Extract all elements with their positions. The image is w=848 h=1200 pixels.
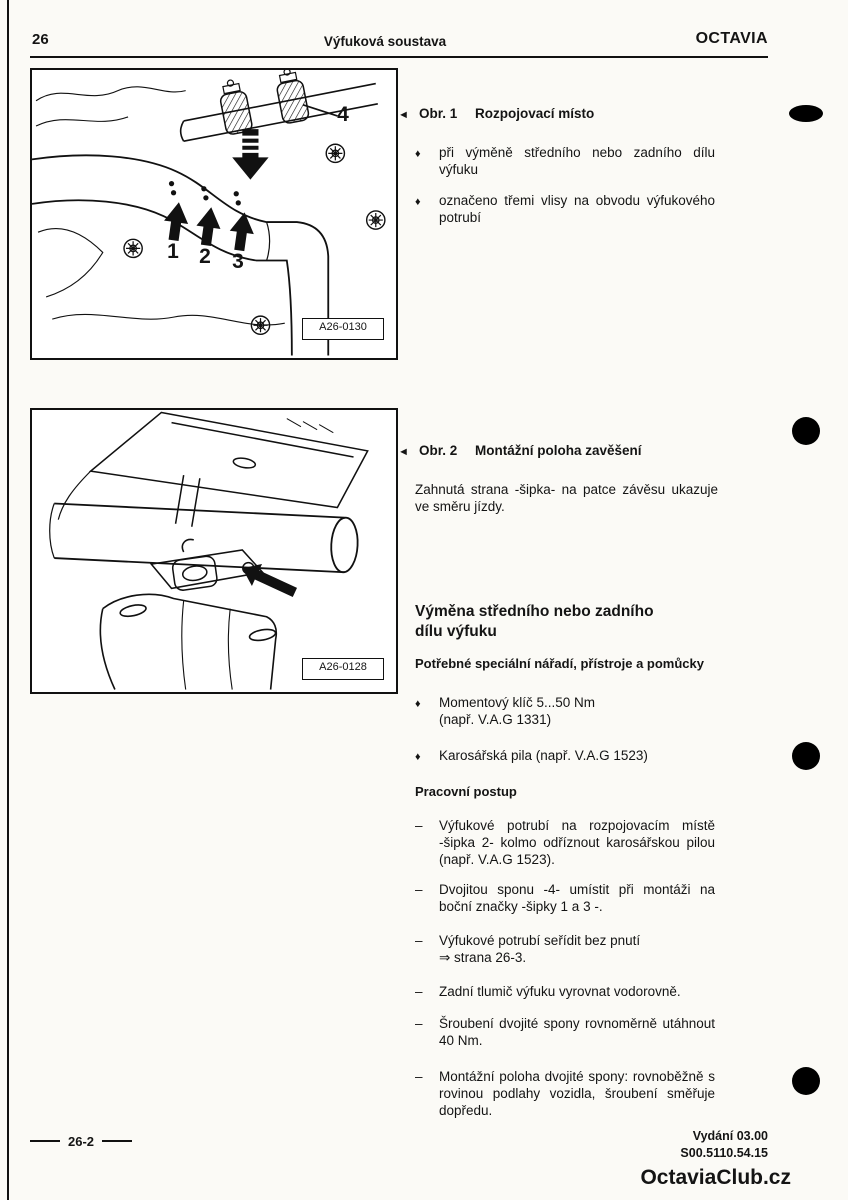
hanger-strap <box>174 475 201 527</box>
header-brand: OCTAVIA <box>695 30 768 47</box>
footer-edition: Vydání 03.00 <box>692 1129 768 1143</box>
header-rule <box>30 56 768 58</box>
procedure-step: – Výfukové potrubí na rozpojovacím místě… <box>415 817 715 868</box>
registration-mark <box>792 417 820 445</box>
callout-2: 2 <box>199 245 211 268</box>
step-4-text: Zadní tlumič výfuku vyrovnat vodorovně. <box>439 984 681 999</box>
callout-4: 4 <box>337 103 349 126</box>
figure-1: 1 2 3 4 A26-0130 <box>30 68 398 360</box>
muffler-body <box>99 593 278 690</box>
fig2-caption-label: Obr. 2 <box>419 443 458 458</box>
tool-item-1: ♦ Momentový klíč 5...50 Nm (např. V.A.G … <box>415 694 715 728</box>
caption-pointer-icon: ◄ <box>398 109 409 121</box>
header-section-title: Výfuková soustava <box>323 34 447 49</box>
dash-icon: – <box>415 882 423 897</box>
dash-icon: – <box>415 1016 423 1031</box>
footer-page-ref-text: 26-2 <box>68 1133 95 1149</box>
fig1-bullet-2: ♦ označeno třemi vlisy na obvodu výfukov… <box>415 192 715 226</box>
step-3-text: Výfukové potrubí seřídit bez pnutí ⇒ str… <box>439 933 641 965</box>
registration-mark <box>789 105 823 122</box>
bullet-icon: ♦ <box>415 751 421 763</box>
floor-panel <box>57 411 369 520</box>
exhaust-cylinder <box>49 502 359 574</box>
fig1-caption-label: Obr. 1 <box>419 106 458 121</box>
bullet-icon: ♦ <box>415 698 421 710</box>
fig2-caption-title: Montážní poloha zavěšení <box>475 443 642 458</box>
registration-mark <box>792 742 820 770</box>
procedure-heading: Pracovní postup <box>415 784 517 799</box>
step-6-text: Montážní poloha dvojité spony: rovnoběžn… <box>439 1069 715 1118</box>
fig1-bullet-1: ♦ při výměně středního nebo zadního dílu… <box>415 144 715 178</box>
page-number: 26 <box>32 31 49 48</box>
figure-1-drawing <box>32 70 386 356</box>
exhaust-pipe <box>32 154 330 356</box>
footer-edition-block: Vydání 03.00 S00.5110.54.15 <box>680 1128 768 1162</box>
direction-arrow <box>242 563 298 598</box>
underbody-contours <box>35 86 285 326</box>
figure-2-drawing <box>49 411 369 690</box>
footer-doc-code: S00.5110.54.15 <box>680 1146 768 1160</box>
footer-rule-left <box>30 1140 60 1142</box>
tool-item-2: ♦ Karosářská pila (např. V.A.G 1523) <box>415 747 715 766</box>
procedure-step: – Zadní tlumič výfuku vyrovnat vodorovně… <box>415 983 715 1000</box>
figure-code-label: A26-0130 <box>302 318 384 340</box>
figure-code-label: A26-0128 <box>302 658 384 680</box>
tool-item-2-text: Karosářská pila (např. V.A.G 1523) <box>439 748 648 763</box>
scan-edge-line <box>7 0 9 1200</box>
fig1-caption: ◄ Obr. 1 Rozpojovací místo <box>398 106 758 121</box>
dash-icon: – <box>415 984 423 999</box>
footer-page-ref: 26-2 <box>30 1132 133 1150</box>
tools-heading: Potřebné speciální nářadí, přístroje a p… <box>415 656 704 671</box>
figure-2: A26-0128 <box>30 408 398 694</box>
dash-icon: – <box>415 818 423 833</box>
bullet-icon: ♦ <box>415 148 421 160</box>
procedure-step: – Montážní poloha dvojité spony: rovnobě… <box>415 1068 715 1119</box>
registration-mark <box>792 1067 820 1095</box>
caption-pointer-icon: ◄ <box>398 446 409 458</box>
step-5-text: Šroubení dvojité spony rovnoměrně utáhno… <box>439 1016 715 1048</box>
watermark-site: OctaviaClub.cz <box>640 1166 791 1189</box>
callout-3: 3 <box>232 250 244 273</box>
fig2-caption: ◄ Obr. 2 Montážní poloha zavěšení <box>398 443 758 458</box>
fig1-bullet-1-text: při výměně středního nebo zadního dílu v… <box>439 145 715 177</box>
callout-4-leader <box>302 104 338 117</box>
callout-1: 1 <box>167 240 179 263</box>
fig1-caption-title: Rozpojovací místo <box>475 106 595 121</box>
dash-icon: – <box>415 1069 423 1084</box>
procedure-step: – Dvojitou sponu -4- umístit při montáži… <box>415 881 715 915</box>
section-heading: Výměna středního nebo zadního dílu výfuk… <box>415 603 654 640</box>
fig1-bullet-2-text: označeno třemi vlisy na obvodu výfukovéh… <box>439 193 715 225</box>
procedure-step: – Šroubení dvojité spony rovnoměrně utáh… <box>415 1015 715 1049</box>
cut-direction-arrow <box>232 129 269 180</box>
tool-item-1-text: Momentový klíč 5...50 Nm (např. V.A.G 13… <box>439 695 596 727</box>
vlis-marks <box>168 181 241 206</box>
step-1-text: Výfukové potrubí na rozpojovacím místě -… <box>439 818 715 867</box>
footer-rule-right <box>102 1140 133 1142</box>
step-2-text: Dvojitou sponu -4- umístit při montáži n… <box>439 882 715 914</box>
bullet-icon: ♦ <box>415 196 421 208</box>
dash-icon: – <box>415 933 423 948</box>
procedure-step: – Výfukové potrubí seřídit bez pnutí ⇒ s… <box>415 932 715 966</box>
fig2-body-text: Zahnutá strana -šipka- na patce závěsu u… <box>415 482 718 514</box>
